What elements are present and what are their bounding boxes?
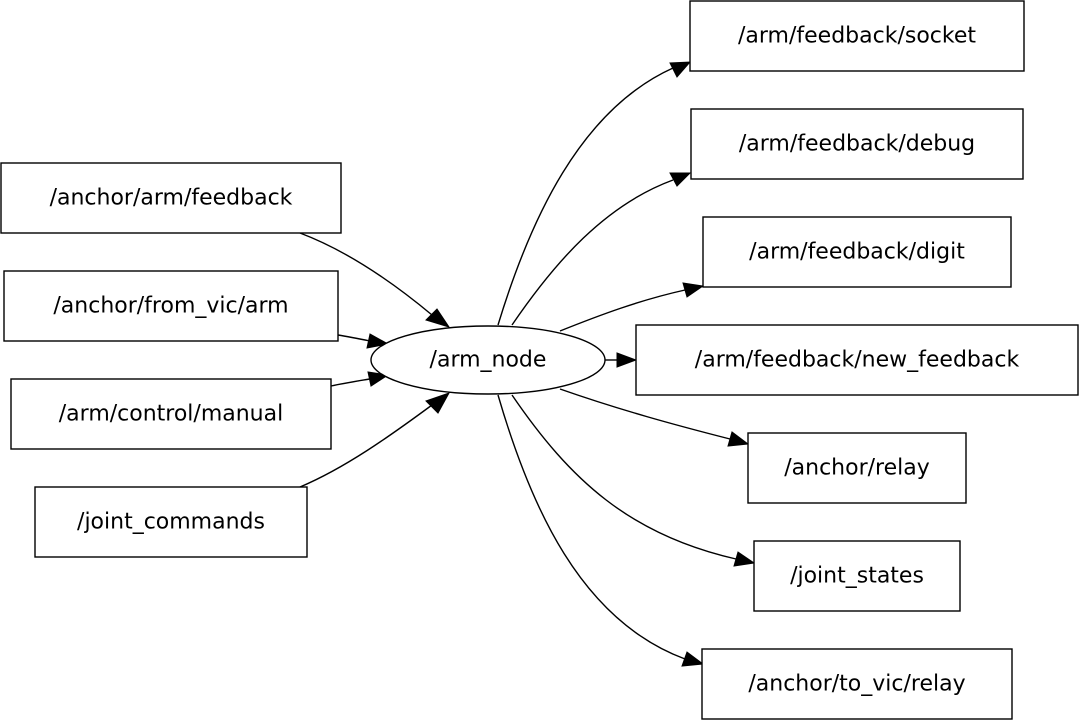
node-arm-control-manual-label: /arm/control/manual bbox=[59, 402, 283, 427]
node-anchor-to-vic-relay[interactable]: /anchor/to_vic/relay bbox=[701, 648, 1013, 720]
edge-arm-node-to-arm-feedback-digit bbox=[559, 282, 705, 332]
node-arm-feedback-new-feedback[interactable]: /arm/feedback/new_feedback bbox=[635, 324, 1079, 396]
node-arm-feedback-digit-label: /arm/feedback/digit bbox=[749, 240, 965, 265]
node-arm-node[interactable]: /arm_node bbox=[370, 325, 606, 395]
node-arm-feedback-debug-label: /arm/feedback/debug bbox=[739, 132, 975, 157]
node-anchor-relay-label: /anchor/relay bbox=[784, 456, 930, 481]
edge-joint-commands-to-arm-node bbox=[299, 392, 451, 488]
node-arm-feedback-socket-label: /arm/feedback/socket bbox=[738, 24, 976, 49]
node-anchor-to-vic-relay-label: /anchor/to_vic/relay bbox=[748, 672, 965, 697]
edge-anchor-arm-feedback-to-arm-node bbox=[299, 232, 451, 328]
edge-arm-node-to-anchor-relay bbox=[559, 388, 750, 447]
node-arm-node-label: /arm_node bbox=[430, 348, 547, 373]
edge-arm-node-to-joint-states bbox=[511, 394, 756, 567]
node-arm-control-manual[interactable]: /arm/control/manual bbox=[10, 378, 332, 450]
node-arm-feedback-digit[interactable]: /arm/feedback/digit bbox=[702, 216, 1012, 288]
edge-arm-node-to-anchor-to-vic-relay bbox=[497, 394, 705, 667]
node-joint-states-label: /joint_states bbox=[790, 564, 924, 589]
edge-arm-node-to-arm-feedback-new-feedback bbox=[605, 352, 638, 368]
edge-arm-node-to-arm-feedback-socket bbox=[497, 61, 692, 326]
edges bbox=[299, 61, 756, 667]
node-anchor-from-vic-arm[interactable]: /anchor/from_vic/arm bbox=[3, 270, 339, 342]
node-anchor-from-vic-arm-label: /anchor/from_vic/arm bbox=[53, 294, 288, 319]
node-anchor-arm-feedback-label: /anchor/arm/feedback bbox=[50, 186, 293, 211]
edge-arm-node-to-arm-feedback-debug bbox=[511, 172, 692, 326]
node-arm-feedback-new-feedback-label: /arm/feedback/new_feedback bbox=[695, 348, 1020, 373]
node-joint-commands-label: /joint_commands bbox=[77, 510, 265, 535]
edge-arm-control-manual-to-arm-node bbox=[330, 371, 390, 387]
node-anchor-arm-feedback[interactable]: /anchor/arm/feedback bbox=[0, 162, 342, 234]
node-joint-commands[interactable]: /joint_commands bbox=[34, 486, 308, 558]
node-joint-states[interactable]: /joint_states bbox=[753, 540, 961, 612]
node-anchor-relay[interactable]: /anchor/relay bbox=[747, 432, 967, 504]
node-arm-feedback-socket[interactable]: /arm/feedback/socket bbox=[689, 0, 1025, 72]
node-arm-feedback-debug[interactable]: /arm/feedback/debug bbox=[690, 108, 1024, 180]
